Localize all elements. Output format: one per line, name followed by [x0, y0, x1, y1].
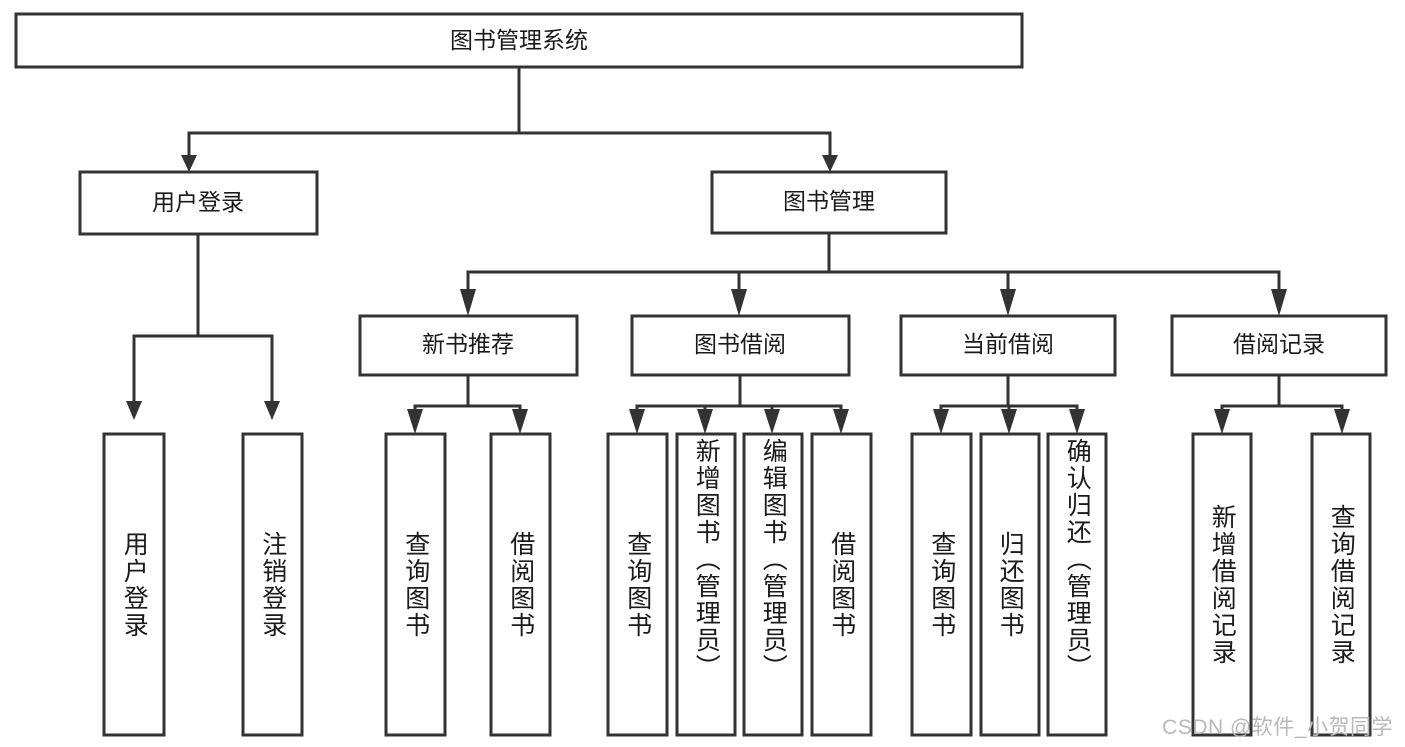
arrowhead-leaf-query-book-3 — [933, 409, 949, 434]
node-borrow-record-label: 借阅记录 — [1233, 331, 1325, 357]
node-book-borrow-box[interactable] — [630, 314, 851, 377]
arrowhead-leaf-add-record — [1214, 409, 1230, 434]
arrowhead-book-borrow — [731, 289, 747, 316]
node-new-book-recommend-box[interactable] — [358, 314, 579, 377]
leaf-box-edit-book[interactable] — [742, 432, 804, 737]
leaf-box-return-book[interactable] — [979, 432, 1041, 737]
node-root-label: 图书管理系统 — [450, 27, 588, 53]
arrowhead-leaf-logout-login — [264, 401, 280, 420]
arrowhead-leaf-add-book — [697, 409, 713, 434]
node-book-management-label: 图书管理 — [783, 188, 875, 214]
leaf-box-add-record[interactable] — [1191, 432, 1253, 737]
leaf-box-logout-login[interactable] — [241, 432, 304, 737]
arrowhead-leaf-borrow-book-1 — [512, 409, 528, 434]
leaf-box-confirm-return[interactable] — [1046, 432, 1108, 737]
node-current-borrow-box[interactable] — [899, 314, 1117, 377]
leaf-box-query-book-3[interactable] — [910, 432, 973, 737]
leaf-box-query-book-2[interactable] — [606, 432, 669, 737]
arrowhead-user-login — [181, 155, 197, 172]
arrowhead-leaf-query-book-2 — [629, 409, 645, 434]
node-borrow-record-box[interactable] — [1170, 314, 1388, 377]
arrowhead-borrow-record — [1271, 289, 1287, 316]
arrowhead-new-book-recommend — [460, 289, 476, 316]
node-new-book-recommend-label: 新书推荐 — [422, 331, 514, 357]
arrowhead-leaf-borrow-book-2 — [833, 409, 849, 434]
arrowhead-current-borrow — [1000, 289, 1016, 316]
arrowhead-book-management — [822, 155, 838, 172]
leaf-box-borrow-book-1[interactable] — [489, 432, 552, 737]
arrowhead-leaf-edit-book — [764, 409, 780, 434]
leaf-box-query-book-1[interactable] — [384, 432, 447, 737]
node-root-box[interactable] — [14, 12, 1024, 69]
leaf-box-add-book[interactable] — [675, 432, 737, 737]
node-current-borrow-label: 当前借阅 — [962, 331, 1054, 357]
node-user-login-label: 用户登录 — [152, 189, 244, 215]
node-book-management-box[interactable] — [710, 170, 948, 235]
leaf-box-user-login[interactable] — [102, 432, 166, 737]
arrowhead-leaf-return-book — [1001, 409, 1017, 434]
csdn-watermark: CSDN @软件_小贺同学 — [1162, 716, 1393, 739]
arrowhead-leaf-user-login — [126, 401, 142, 420]
node-book-borrow-label: 图书借阅 — [694, 331, 786, 357]
leaf-box-query-record[interactable] — [1310, 432, 1372, 737]
leaf-box-borrow-book-2[interactable] — [810, 432, 873, 737]
arrowhead-leaf-query-book-1 — [407, 409, 423, 434]
arrowhead-leaf-query-record — [1334, 409, 1350, 434]
arrowhead-leaf-confirm-return — [1069, 409, 1085, 434]
